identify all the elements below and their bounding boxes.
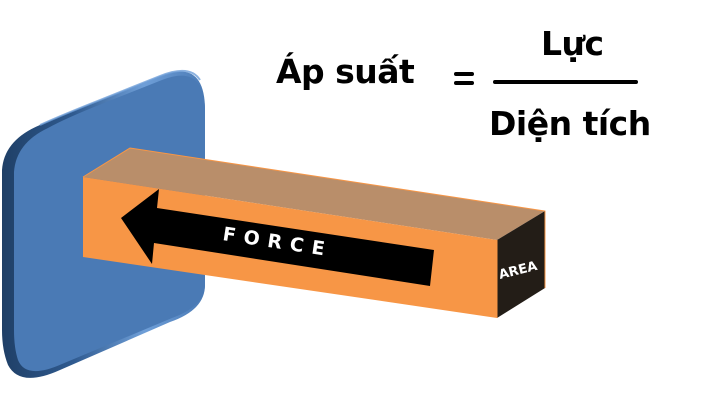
numerator-force: Lực <box>541 24 604 63</box>
fraction-bar <box>493 80 638 84</box>
beam-top-face <box>83 148 545 240</box>
denominator-area: Diện tích <box>489 104 651 143</box>
beam-end-face <box>497 211 545 318</box>
wall-plate-top-bevel <box>39 69 201 126</box>
pressure-term: Áp suất <box>276 52 415 91</box>
equals-sign <box>454 72 474 85</box>
force-arrow-icon <box>121 189 434 286</box>
